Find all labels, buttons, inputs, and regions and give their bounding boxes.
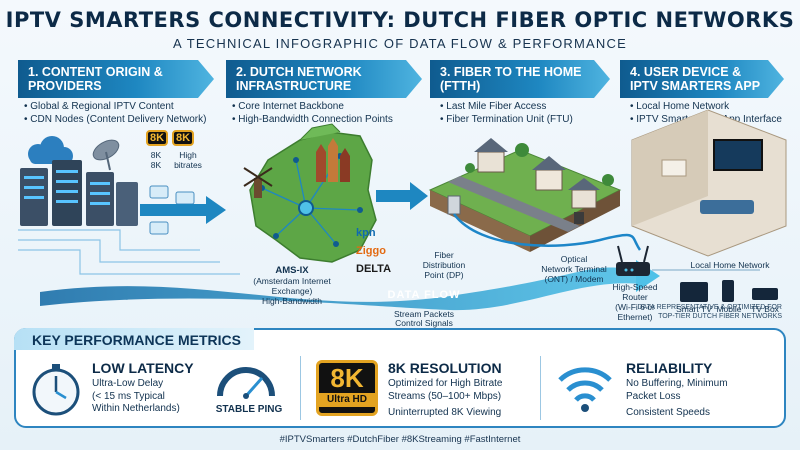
street — [448, 176, 580, 232]
fiber-cable — [452, 213, 642, 251]
canal-houses-icon — [316, 138, 350, 182]
device-icons — [680, 280, 778, 302]
stage-1-heading: 1. CONTENT ORIGIN & PROVIDERS — [18, 60, 214, 98]
server-racks-icon — [20, 160, 138, 226]
stage-4-heading: 4. USER DEVICE & IPTV SMARTERS APP — [620, 60, 784, 98]
device-smart-tv-icon — [680, 282, 708, 302]
ont-box — [574, 212, 584, 224]
fiber-distribution-cabinet — [447, 195, 461, 215]
resolution-title: 8K RESOLUTION — [388, 360, 502, 376]
arrow-origin-to-network — [140, 196, 226, 224]
latency-title: LOW LATENCY — [92, 360, 194, 376]
flow-illustration: kpn Ziggo DELTA — [18, 109, 787, 311]
stage-2-bullet: High-Bandwidth Connection Points — [232, 113, 393, 126]
data-flow-band — [40, 267, 640, 311]
arrow-network-to-ftth — [376, 182, 428, 210]
ping-gauge-icon — [217, 367, 275, 399]
device-label-mobile: Mobile — [716, 304, 742, 314]
stage-2-heading: 2. DUTCH NETWORK INFRASTRUCTURE — [226, 60, 422, 98]
data-flow-sub-2: Control Signals — [395, 318, 453, 328]
stage-3-heading: 3. FIBER TO THE HOME (FTTH) — [430, 60, 610, 98]
ams-ix-label: AMS-IX (Amsterdam Internet Exchange) Hig… — [253, 265, 331, 307]
stage-3-bullet: Last Mile Fiber Access — [440, 100, 573, 113]
device-label-smart-tv: Smart TV — [676, 304, 712, 314]
resolution-text: Optimized for High Bitrate Streams (50–1… — [388, 378, 503, 418]
stage-2-bullets: Core Internet Backbone High-Bandwidth Co… — [232, 100, 393, 126]
metrics-heading: KEY PERFORMANCE METRICS — [14, 328, 254, 350]
device-label-tv-box: TV Box — [751, 304, 779, 314]
provider-ziggo: Ziggo — [356, 245, 386, 257]
provider-delta: DELTA — [356, 263, 391, 275]
data-flow-sub-1: Stream Packets — [394, 309, 454, 319]
device-tv-box-icon — [752, 288, 778, 300]
metrics-divider — [540, 356, 541, 420]
8k-badge: 8K — [146, 130, 168, 146]
tree-icons — [465, 143, 614, 186]
data-packet-icons — [149, 185, 195, 235]
stopwatch-icon — [32, 364, 80, 416]
reliability-text: No Buffering, Minimum Packet Loss Consis… — [626, 378, 728, 418]
stage-4-bullet: Local Home Network — [630, 100, 782, 113]
provider-logos: kpn Ziggo DELTA — [356, 227, 391, 275]
metrics-divider — [300, 356, 301, 420]
stage-1-bullets: Global & Regional IPTV Content CDN Nodes… — [24, 100, 206, 126]
sofa-icon — [700, 200, 754, 214]
device-mobile-icon — [722, 280, 734, 302]
data-flow-label: DATA FLOW — [387, 289, 461, 301]
stage-3-bullet: Fiber Termination Unit (FTU) — [440, 113, 573, 126]
stage-3-bullets: Last Mile Fiber Access Fiber Termination… — [440, 100, 573, 126]
wifi-icon — [558, 367, 612, 412]
stage-1-bullet: Global & Regional IPTV Content — [24, 100, 206, 113]
satellite-dish-icon — [92, 139, 120, 171]
8k-ultra-hd-badge: 8K Ultra HD — [316, 360, 378, 416]
provider-kpn: kpn — [356, 227, 376, 239]
gauge-label: STABLE PING — [215, 404, 283, 415]
hashtags: #IPTVSmarters #DutchFiber #8KStreaming #… — [279, 434, 521, 445]
reliability-title: RELIABILITY — [626, 360, 713, 376]
8k-badge: 8K — [172, 130, 194, 146]
router-icon — [616, 245, 650, 276]
stage-1-bullet: CDN Nodes (Content Delivery Network) — [24, 113, 206, 126]
page-subtitle: A TECHNICAL INFOGRAPHIC OF DATA FLOW & P… — [173, 36, 627, 51]
house-icons — [474, 138, 600, 209]
home-network-label: Local Home Network — [690, 260, 770, 270]
windmill-icon — [243, 167, 273, 198]
smart-tv-screen — [713, 139, 763, 171]
stage-2-bullet: Core Internet Backbone — [232, 100, 393, 113]
page-title: IPTV SMARTERS CONNECTIVITY: DUTCH FIBER … — [5, 8, 795, 32]
window-icon — [661, 159, 687, 177]
ams-ix-hub — [298, 200, 314, 216]
